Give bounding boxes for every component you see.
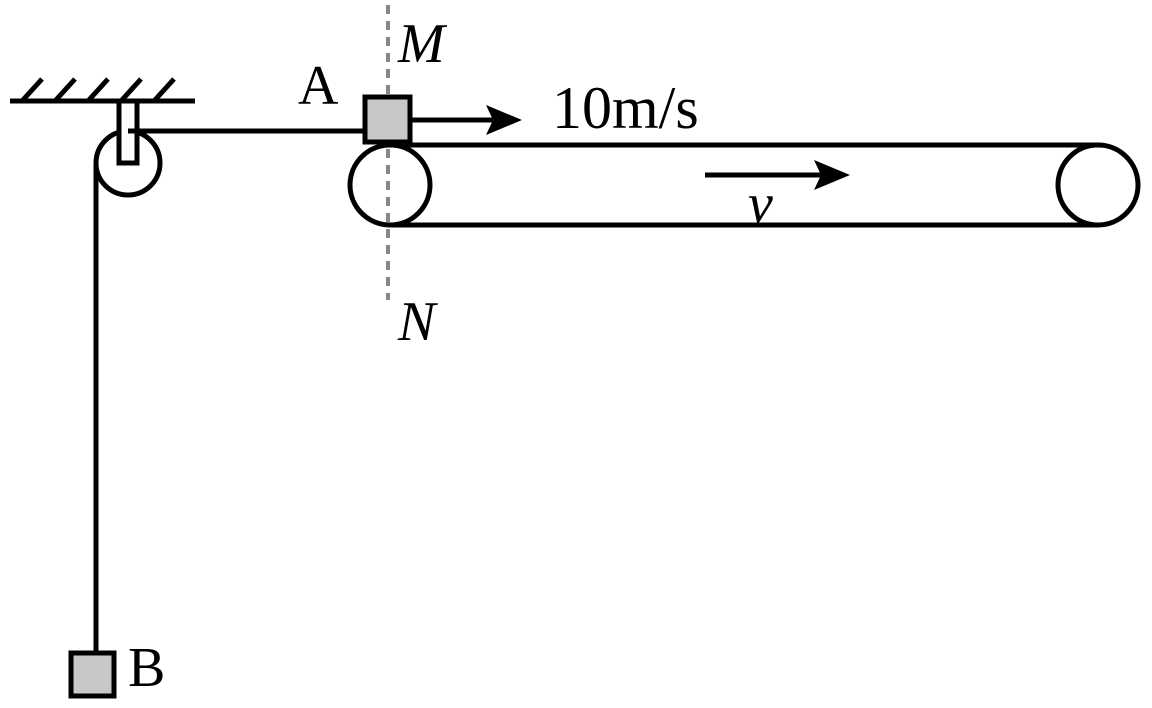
block-b bbox=[68, 650, 117, 699]
label-m: M bbox=[397, 13, 448, 75]
ceiling-support bbox=[10, 77, 195, 104]
arrow-belt-velocity bbox=[705, 160, 850, 190]
right-roller bbox=[1055, 142, 1141, 228]
label-a: A bbox=[298, 55, 339, 117]
label-speed-a: 10m/s bbox=[552, 75, 699, 141]
label-n: N bbox=[397, 291, 438, 353]
label-belt-speed: v bbox=[748, 173, 773, 235]
fixed-pulley bbox=[93, 98, 163, 198]
conveyor-belt bbox=[347, 142, 1141, 228]
block-a bbox=[362, 94, 413, 145]
label-b: B bbox=[128, 637, 165, 699]
arrow-a-velocity bbox=[410, 105, 522, 135]
